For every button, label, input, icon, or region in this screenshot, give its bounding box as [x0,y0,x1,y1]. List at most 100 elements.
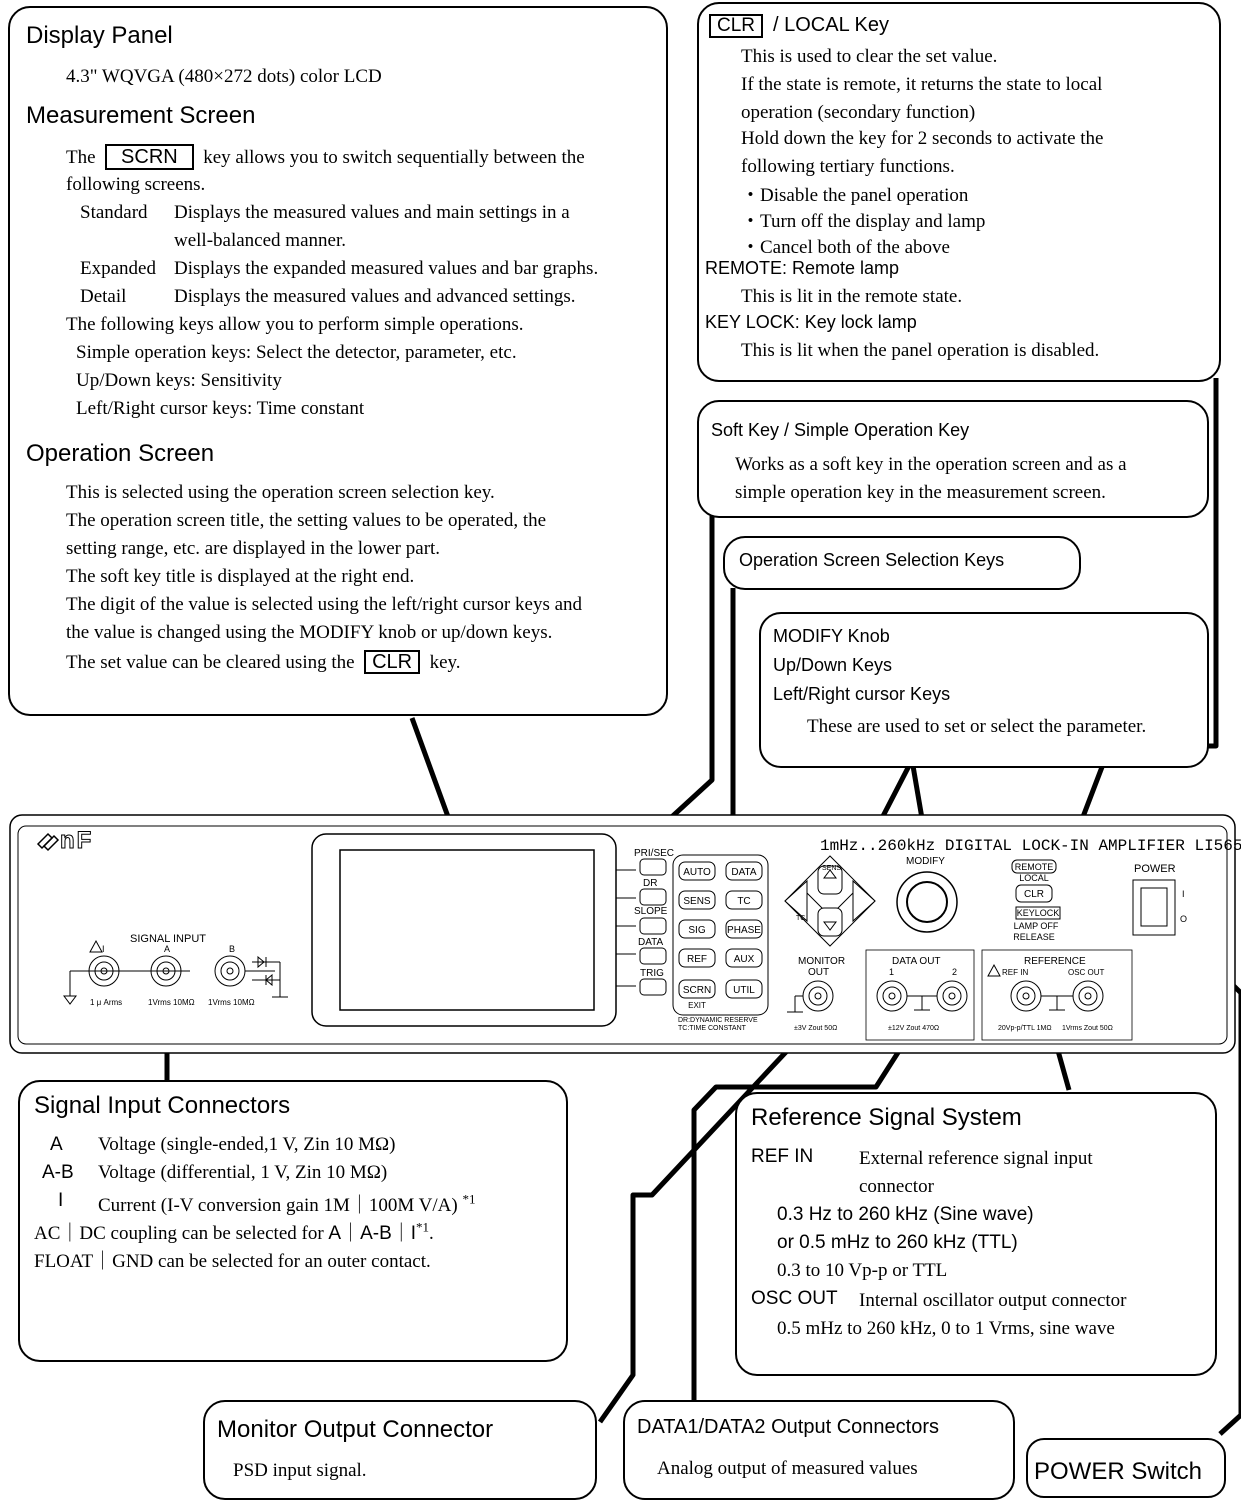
svg-text:MODIFY: MODIFY [906,856,945,867]
remote-local-keylock: REMOTE LOCAL CLR KEYLOCK LAMP OFF RELEAS… [1011,859,1061,942]
refin-desc: External reference signal input [859,1148,1093,1169]
lcd-screen [339,849,595,1011]
svg-text:nF: nF [60,827,93,854]
bnc-data-out-1 [876,980,908,1012]
operation-line: The operation screen title, the setting … [66,510,547,531]
svg-text:LOCAL: LOCAL [1019,873,1049,883]
data-output-title: DATA1/DATA2 Output Connectors [637,1416,939,1438]
svg-text:DR: DR [643,878,657,889]
clr-bullet: ・Cancel both of the above [741,237,950,258]
reference-frame [981,949,1133,1041]
measurement-screen-title: Measurement Screen [26,102,256,129]
svg-text:I: I [1182,889,1185,899]
operation-line: This is selected using the operation scr… [66,482,495,503]
svg-text:TC: TC [737,896,750,907]
modify-callout: MODIFY Knob Up/Down Keys Left/Right curs… [759,612,1209,768]
measurement-intro-2: following screens. [66,174,206,195]
input-a-desc: Voltage (single-ended,1 V, Zin 10 MΩ) [98,1134,396,1155]
clr-bullet: ・Disable the panel operation [741,185,969,206]
svg-text:±12V Zout 470Ω: ±12V Zout 470Ω [888,1025,939,1032]
modify-desc: These are used to set or select the para… [807,716,1147,737]
operation-line: setting range, etc. are displayed in the… [66,538,441,559]
svg-text:O: O [1180,914,1187,924]
clr-desc-line: This is used to clear the set value. [741,46,998,67]
modify-knob [896,871,958,933]
svg-text:DATA: DATA [638,937,664,948]
float-gnd-line: FLOAT｜GND can be selected for an outer c… [34,1251,431,1272]
svg-text:MONITOR: MONITOR [798,956,845,967]
oscout-desc: Internal oscillator output connector [859,1290,1127,1311]
keylock-lamp-desc: This is lit when the panel operation is … [741,340,1100,361]
operation-line: The digit of the value is selected using… [66,594,583,615]
footnote-mark: *1 [462,1191,476,1207]
input-ab-desc: Voltage (differential, 1 V, Zin 10 MΩ) [98,1162,388,1183]
cursor-keys-label: Left/Right cursor Keys [773,684,951,704]
screen-detail-name: Detail [80,286,127,307]
reference-title: Reference Signal System [751,1104,1022,1131]
operation-screen-title: Operation Screen [26,440,215,467]
svg-text:PHASE: PHASE [727,925,761,936]
svg-text:EXIT: EXIT [688,1001,706,1010]
svg-text:UTIL: UTIL [733,985,755,996]
svg-text:REF: REF [687,954,707,965]
clr-bullet: ・Turn off the display and lamp [741,211,986,232]
svg-text:DATA: DATA [731,867,757,878]
chassis-inner [17,825,1228,1045]
svg-text:TC:TIME CONSTANT: TC:TIME CONSTANT [678,1025,747,1032]
svg-text:DR:DYNAMIC RESERVE: DR:DYNAMIC RESERVE [678,1017,758,1024]
bnc-osc-out [1072,980,1104,1012]
leader-data [691,1038,909,1404]
side-soft-keys: PRI/SEC DR SLOPE DATA TRIG [634,848,674,996]
operation-line: the value is changed using the MODIFY kn… [66,622,553,643]
clr-key: CLR [709,14,764,38]
svg-text:SCRN: SCRN [683,985,711,996]
input-ab-key: A-B [42,1162,74,1183]
svg-text:SIGNAL INPUT: SIGNAL INPUT [130,933,206,945]
signal-input-title: Signal Input Connectors [34,1092,291,1119]
svg-text:B: B [229,944,235,954]
svg-text:REF IN: REF IN [1002,968,1028,977]
coupling-line: AC｜DC coupling can be selected for A｜A-B… [34,1219,434,1244]
svg-text:SIG: SIG [688,925,705,936]
modify-knob-label: MODIFY Knob [773,626,890,646]
remote-lamp-desc: This is lit in the remote state. [741,286,963,307]
svg-text:REMOTE: REMOTE [1015,862,1054,872]
power-callout: POWER Switch [1026,1438,1226,1498]
screen-standard-desc-2: well-balanced manner. [174,230,346,251]
diode-symbol [252,955,288,998]
svg-text:DATA OUT: DATA OUT [892,956,941,967]
simple-ops-intro: The following keys allow you to perform … [66,314,524,335]
measurement-intro: The SCRN key allows you to switch sequen… [66,144,585,170]
svg-text:SENS: SENS [683,896,711,907]
monitor-desc: PSD input signal. [233,1460,367,1481]
refin-freq-1: 0.3 Hz to 260 kHz (Sine wave) [777,1204,1034,1225]
simple-op-item: Up/Down keys: Sensitivity [76,370,282,391]
key-grid-frame [672,854,769,1016]
soft-key-callout: Soft Key / Simple Operation Key Works as… [697,400,1209,518]
signal-input-section: SIGNAL INPUT I A B 1 μ Arms 1Vrms 10MΩ 1… [63,933,288,1007]
refin-key: REF IN [751,1146,814,1167]
scrn-key: SCRN [105,144,194,170]
screen-standard-name: Standard [80,202,148,223]
clr-desc-line: If the state is remote, it returns the s… [741,74,1103,95]
power-title: POWER Switch [1034,1458,1203,1485]
svg-text:SENS: SENS [822,865,841,872]
display-panel-title: Display Panel [26,22,173,49]
svg-text:TRIG: TRIG [640,968,664,979]
svg-text:AUTO: AUTO [683,867,711,878]
svg-text:1Vrms Zout 50Ω: 1Vrms Zout 50Ω [1062,1025,1113,1032]
svg-text:1Vrms 10MΩ: 1Vrms 10MΩ [208,998,255,1007]
soft-key-desc: simple operation key in the measurement … [735,482,1106,503]
svg-text:POWER: POWER [1134,863,1176,875]
svg-text:A: A [164,944,170,954]
svg-text:RELEASE: RELEASE [1013,932,1055,942]
clr-desc-line: Hold down the key for 2 seconds to activ… [741,128,1104,149]
input-i-key: I [58,1190,64,1211]
svg-text:OSC OUT: OSC OUT [1068,968,1105,977]
svg-text:I: I [102,944,105,954]
dataout-frame [865,949,975,1041]
soft-key-desc: Works as a soft key in the operation scr… [735,454,1127,475]
data-output-callout: DATA1/DATA2 Output Connectors Analog out… [623,1400,1015,1500]
screen-standard-desc: Displays the measured values and main se… [174,202,570,223]
